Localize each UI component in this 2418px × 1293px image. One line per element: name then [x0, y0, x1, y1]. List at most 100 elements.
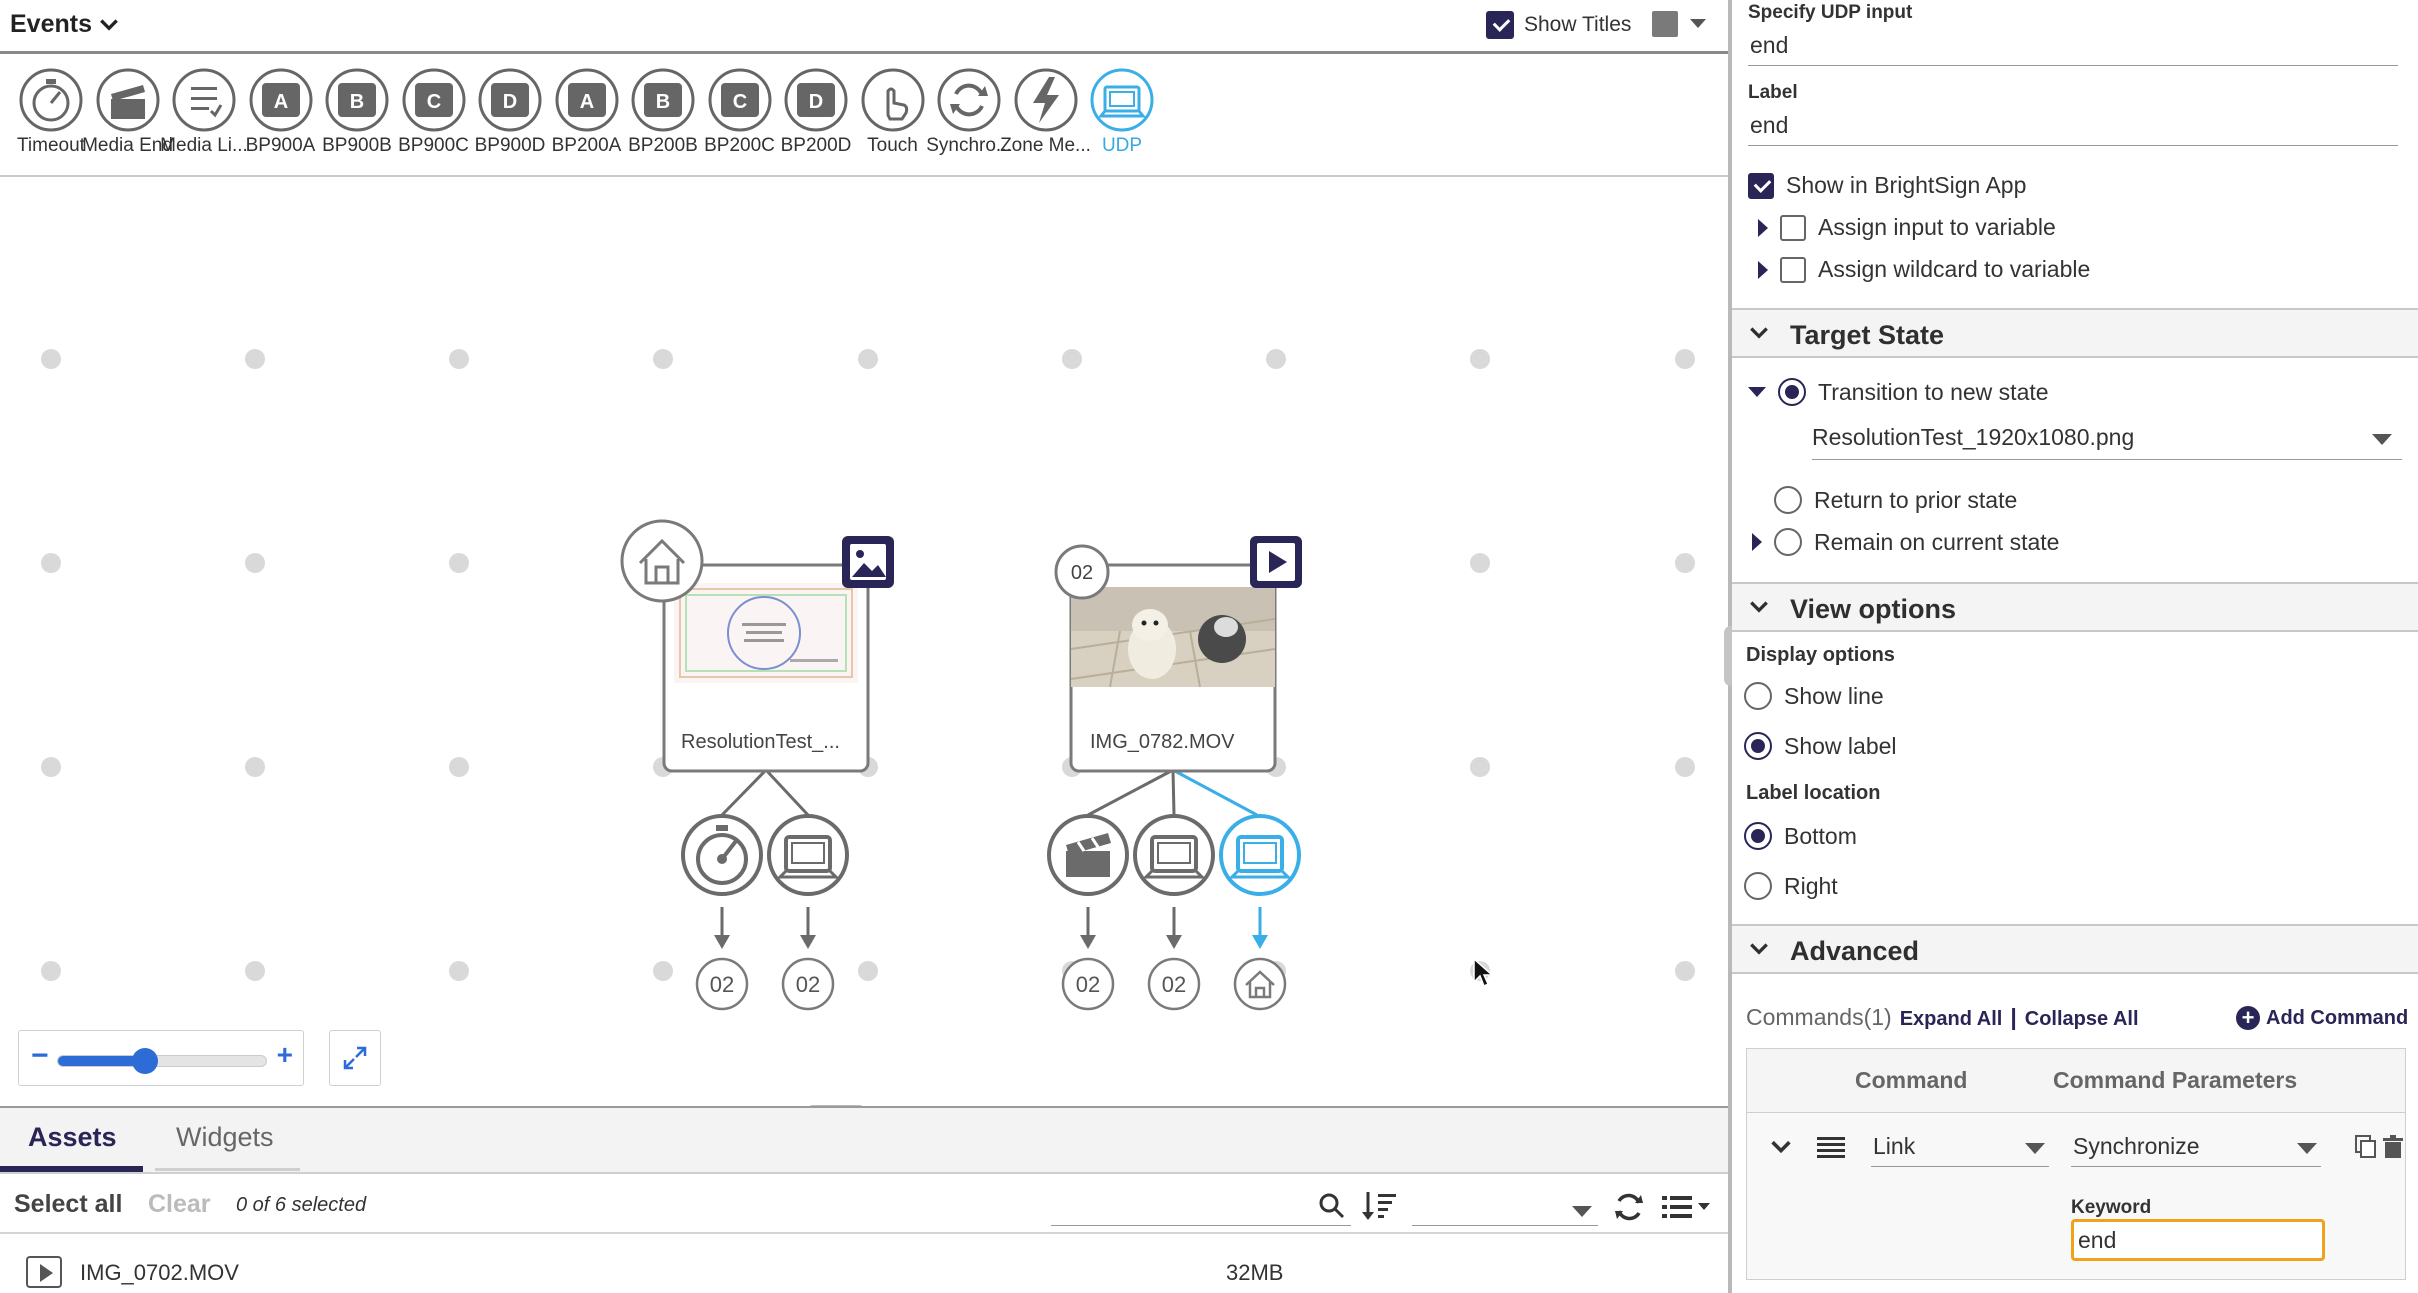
label-bottom-radio[interactable] — [1744, 822, 1772, 850]
expand-arrow-icon[interactable] — [1758, 218, 1768, 237]
return-prior-state-radio[interactable] — [1774, 486, 1802, 514]
transition-new-state-option[interactable]: Transition to new state — [1748, 378, 2049, 406]
assign-wildcard-checkbox[interactable] — [1780, 256, 1806, 283]
fit-to-screen-button[interactable] — [329, 1030, 381, 1086]
event-type-udp[interactable]: UDP — [1063, 67, 1181, 157]
section-title: View options — [1790, 594, 1957, 624]
event-type-synchro[interactable]: Synchro... — [910, 67, 1028, 157]
zoom-slider-handle[interactable] — [132, 1048, 159, 1074]
show-line-option[interactable]: Show line — [1744, 682, 1884, 710]
udp-input-field[interactable]: end — [1750, 32, 1789, 58]
chevron-down-icon[interactable] — [1572, 1206, 1592, 1217]
show-in-app-checkbox[interactable] — [1748, 172, 1774, 199]
view-options-section-header[interactable]: View options — [1732, 582, 2418, 632]
target-state-circle[interactable]: 02 — [781, 957, 835, 1011]
tab-assets[interactable]: Assets — [28, 1122, 117, 1152]
mouse-cursor-icon — [1473, 958, 1494, 988]
events-dropdown[interactable]: Events — [10, 10, 120, 39]
target-state-circle[interactable]: 02 — [695, 957, 749, 1011]
collapse-arrow-icon[interactable] — [1748, 387, 1766, 397]
show-titles-checkbox[interactable] — [1486, 11, 1514, 39]
event-type-media-li[interactable]: Media Li... — [145, 67, 263, 157]
target-state-select[interactable]: ResolutionTest_1920x1080.png — [1812, 420, 2402, 460]
asset-search-input[interactable] — [1051, 1196, 1351, 1226]
udp-icon-selected[interactable] — [1219, 814, 1301, 896]
show-line-radio[interactable] — [1744, 682, 1772, 710]
expand-arrow-icon[interactable] — [1758, 260, 1768, 279]
state-node-resolution-test[interactable]: ResolutionTest_... — [662, 563, 870, 773]
target-label: 02 — [1076, 972, 1100, 997]
command-parameter-select[interactable]: Synchronize — [2071, 1129, 2321, 1167]
add-command-button[interactable]: + Add Command — [2236, 1006, 2408, 1030]
drag-handle-icon[interactable] — [1817, 1135, 1845, 1159]
timeout-icon[interactable] — [681, 814, 763, 896]
search-icon[interactable] — [1318, 1192, 1346, 1220]
event-type-timeout[interactable]: Timeout — [0, 67, 110, 157]
target-state-section-header[interactable]: Target State — [1732, 308, 2418, 358]
clapperboard-icon[interactable] — [1047, 814, 1129, 896]
command-select[interactable]: Link — [1871, 1129, 2049, 1167]
select-all-button[interactable]: Select all — [14, 1190, 123, 1218]
top-toolbar: Events Show Titles — [0, 0, 1728, 54]
assign-input-option[interactable]: Assign input to variable — [1758, 214, 2056, 241]
remain-current-state-option[interactable]: Remain on current state — [1752, 528, 2059, 556]
asset-filter-select[interactable] — [1412, 1196, 1598, 1226]
label-field[interactable]: end — [1750, 112, 1789, 138]
show-in-app-option[interactable]: Show in BrightSign App — [1748, 172, 2026, 199]
chevron-down-icon[interactable] — [1690, 19, 1706, 28]
expand-arrow-icon[interactable] — [1752, 533, 1762, 551]
label-right-option[interactable]: Right — [1744, 872, 1838, 900]
remain-current-state-radio[interactable] — [1774, 528, 1802, 556]
chevron-down-icon[interactable] — [1769, 1135, 1793, 1159]
event-type-label: BP200C — [704, 135, 775, 156]
event-type-touch[interactable]: Touch — [834, 67, 952, 157]
udp-icon[interactable] — [1133, 814, 1215, 896]
expand-all-link[interactable]: Expand All — [1899, 1008, 2003, 1030]
collapse-all-link[interactable]: Collapse All — [2024, 1008, 2139, 1030]
show-label-option[interactable]: Show label — [1744, 732, 1897, 760]
label-bottom-option[interactable]: Bottom — [1744, 822, 1857, 850]
advanced-section-header[interactable]: Advanced — [1732, 924, 2418, 974]
assign-input-label: Assign input to variable — [1818, 214, 2056, 240]
add-command-label: Add Command — [2266, 1006, 2409, 1029]
show-titles-toggle[interactable]: Show Titles — [1486, 11, 1631, 39]
home-icon[interactable] — [1233, 957, 1287, 1011]
target-state-circle[interactable]: 02 — [1147, 957, 1201, 1011]
state-canvas[interactable]: ResolutionTest_... — [0, 179, 1728, 1106]
udp-icon[interactable] — [767, 814, 849, 896]
state-node-img-0782[interactable]: IMG_0782.MOV — [1069, 563, 1277, 773]
trash-icon[interactable] — [2383, 1135, 2403, 1159]
zoom-slider-track[interactable] — [57, 1055, 267, 1067]
assign-wildcard-option[interactable]: Assign wildcard to variable — [1758, 256, 2090, 283]
commands-table: Command Command Parameters Link Synchron… — [1746, 1048, 2406, 1280]
label-right-radio[interactable] — [1744, 872, 1772, 900]
return-prior-state-option[interactable]: Return to prior state — [1774, 486, 2017, 514]
transition-new-state-radio[interactable] — [1778, 378, 1806, 406]
events-label: Events — [10, 10, 92, 38]
target-state-circle[interactable]: 02 — [1061, 957, 1115, 1011]
copy-icon[interactable] — [2355, 1135, 2377, 1159]
tab-widgets[interactable]: Widgets — [176, 1122, 274, 1152]
show-label-radio[interactable] — [1744, 732, 1772, 760]
zoom-in-button[interactable]: + — [276, 1039, 293, 1070]
list-view-icon[interactable] — [1662, 1194, 1714, 1220]
grid-dot — [1675, 961, 1695, 981]
asset-list-item[interactable]: IMG_0702.MOV 32MB — [0, 1248, 1728, 1293]
clear-button[interactable]: Clear — [148, 1190, 211, 1218]
keyword-input[interactable] — [2071, 1219, 2325, 1261]
event-type-zone-me[interactable]: Zone Me... — [987, 67, 1105, 157]
event-type-media-end[interactable]: Media End — [69, 67, 187, 157]
refresh-icon[interactable] — [1613, 1192, 1645, 1222]
zoom-out-button[interactable]: − — [31, 1039, 49, 1072]
color-swatch[interactable] — [1652, 11, 1678, 37]
assign-input-checkbox[interactable] — [1780, 214, 1806, 241]
sort-icon[interactable] — [1362, 1190, 1398, 1222]
